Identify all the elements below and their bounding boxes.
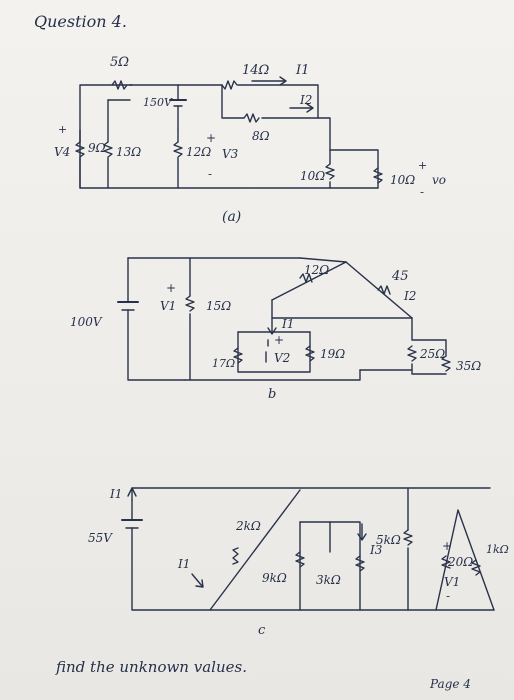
label-a-v4: V4: [54, 145, 71, 159]
label-c-v55: 55V: [88, 531, 112, 545]
label-c-r3k: 3kΩ: [316, 573, 341, 587]
label-b-r25: 25Ω: [420, 347, 446, 361]
label-b-i2: I2: [404, 289, 417, 303]
label-b-v2: V2: [274, 351, 291, 365]
label-c-r20: 20Ω: [448, 555, 474, 569]
label-a-minus-v3: -: [208, 167, 213, 181]
label-b-r17: 17Ω: [212, 357, 236, 370]
label-c-r5k: 5kΩ: [376, 533, 401, 547]
label-c-i1-diag: I1: [178, 557, 191, 571]
label-a-r9: 9Ω: [88, 141, 106, 155]
label-a-v150: 150V: [143, 96, 172, 109]
label-b-r15: 15Ω: [206, 299, 232, 313]
label-a-i2: I2: [300, 93, 313, 107]
label-a-plus-v3: +: [206, 131, 217, 145]
label-a-r13: 13Ω: [116, 145, 142, 159]
page-number: Page 4: [430, 677, 471, 691]
label-a-vo: vo: [432, 173, 447, 187]
label-c-r1k: 1kΩ: [486, 543, 509, 556]
label-b-plus-v2: +: [274, 333, 285, 347]
label-a-minus-vo: -: [420, 185, 425, 199]
label-b-r19: 19Ω: [320, 347, 346, 361]
label-a-plus-vo: +: [418, 159, 428, 172]
label-a-r14: 14Ω: [242, 63, 270, 78]
caption-c: c: [258, 623, 266, 638]
label-b-v1: V1: [160, 299, 177, 313]
page-title: Question 4.: [34, 12, 127, 31]
label-a-r8: 8Ω: [252, 129, 270, 143]
caption-b: b: [268, 387, 277, 402]
label-c-plus-v1: +: [442, 539, 453, 553]
label-b-plus-v1: +: [166, 281, 177, 295]
label-b-r35: 35Ω: [456, 359, 482, 373]
label-a-i1: I1: [296, 63, 310, 78]
label-b-r12: 12Ω: [304, 263, 330, 277]
label-a-plus-v4: +: [58, 123, 68, 136]
instruction-text: find the unknown values.: [56, 658, 247, 676]
label-a-r12: 12Ω: [186, 145, 212, 159]
label-c-v1: V1: [444, 575, 461, 589]
label-c-r2k: 2kΩ: [236, 519, 261, 533]
label-b-r45: 45: [392, 269, 409, 284]
label-c-r9k: 9kΩ: [262, 571, 287, 585]
label-a-r10b: 10Ω: [390, 173, 416, 187]
label-c-i1-top: I1: [110, 487, 123, 501]
caption-a: (a): [222, 209, 242, 225]
label-c-minus-v1: -: [446, 589, 451, 603]
label-a-r10a: 10Ω: [300, 169, 326, 183]
label-b-v100: 100V: [70, 315, 102, 329]
label-c-i3: I3: [370, 543, 383, 557]
label-a-v3: V3: [222, 147, 239, 161]
label-b-i1: I1: [282, 317, 295, 331]
label-a-r5: 5Ω: [110, 55, 130, 70]
